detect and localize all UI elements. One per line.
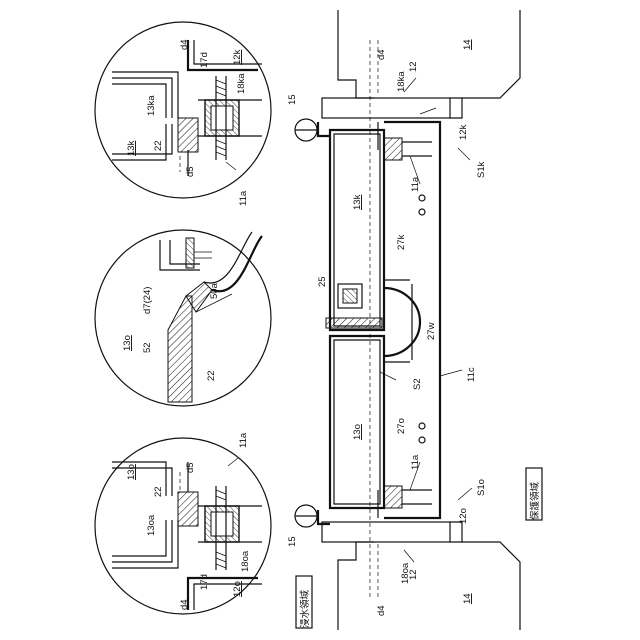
label-27o: 27o — [396, 418, 407, 434]
detail-circle-middle: d7(24) 50a 13o 52 22 — [95, 230, 271, 406]
c3-label-13o: 13o — [126, 464, 137, 480]
c2-label-dim: d7(24) — [142, 287, 153, 314]
label-11c: 11c — [466, 367, 477, 382]
label-12-bot: 12 — [408, 569, 419, 580]
detail-circle-top: d4 17d 12k 18ka 13ka 13k 22 d5 11a — [95, 22, 271, 206]
label-S1k: S1k — [476, 161, 487, 178]
main-section: d4 14 12 18ka 15 12k S1k 11a 13k 27k 25 … — [287, 10, 542, 630]
label-13k: 13k — [352, 194, 363, 210]
detail-circle-bottom: 11a 13o d5 22 13oa 17d 12o 18oa d4 — [95, 432, 271, 614]
c1-label-d5: d5 — [185, 166, 196, 177]
c1-label-22: 22 — [153, 140, 164, 151]
label-12o: 12o — [458, 508, 469, 524]
label-11a-top: 11a — [410, 176, 421, 192]
c1-label-11a: 11a — [238, 190, 249, 206]
label-15-top: 15 — [287, 94, 298, 105]
label-d4-top: d4 — [376, 49, 387, 60]
c3-label-17d: 17d — [199, 574, 210, 590]
label-27w: 27w — [426, 322, 437, 340]
label-15-bot: 15 — [287, 536, 298, 547]
label-S1o: S1o — [476, 479, 487, 496]
c2-label-13o: 13o — [122, 335, 133, 351]
c2-label-50a: 50a — [209, 282, 220, 299]
label-region-flood: 浸水領域 — [299, 589, 311, 628]
c2-label-52: 52 — [142, 342, 153, 353]
label-12k: 12k — [458, 124, 469, 140]
label-18ka: 18ka — [396, 71, 407, 92]
c1-label-13k: 13k — [126, 140, 137, 156]
label-25: 25 — [317, 276, 328, 287]
label-d4-bot: d4 — [376, 605, 387, 616]
c3-label-22: 22 — [153, 486, 164, 497]
c3-label-d5: d5 — [185, 462, 196, 473]
c1-label-d4: d4 — [179, 39, 190, 50]
label-14-top: 14 — [462, 39, 473, 50]
label-27k: 27k — [396, 234, 407, 250]
c3-label-18oa: 18oa — [240, 550, 251, 572]
label-13o: 13o — [352, 424, 363, 440]
label-S2: S2 — [412, 378, 423, 390]
c3-label-d4: d4 — [179, 599, 190, 610]
label-region-protect: 保護領域 — [529, 481, 541, 520]
c3-label-13oa: 13oa — [146, 514, 157, 536]
c3-label-11a: 11a — [238, 432, 249, 448]
label-12-top: 12 — [408, 61, 419, 72]
c1-label-13ka: 13ka — [146, 95, 157, 116]
label-11a-bot: 11a — [410, 454, 421, 470]
c1-label-12k: 12k — [232, 49, 243, 65]
c2-label-22: 22 — [206, 370, 217, 381]
c3-label-12o: 12o — [232, 581, 243, 597]
c1-label-17d: 17d — [199, 52, 210, 68]
c1-label-18ka: 18ka — [236, 73, 247, 94]
label-14-bot: 14 — [462, 593, 473, 604]
